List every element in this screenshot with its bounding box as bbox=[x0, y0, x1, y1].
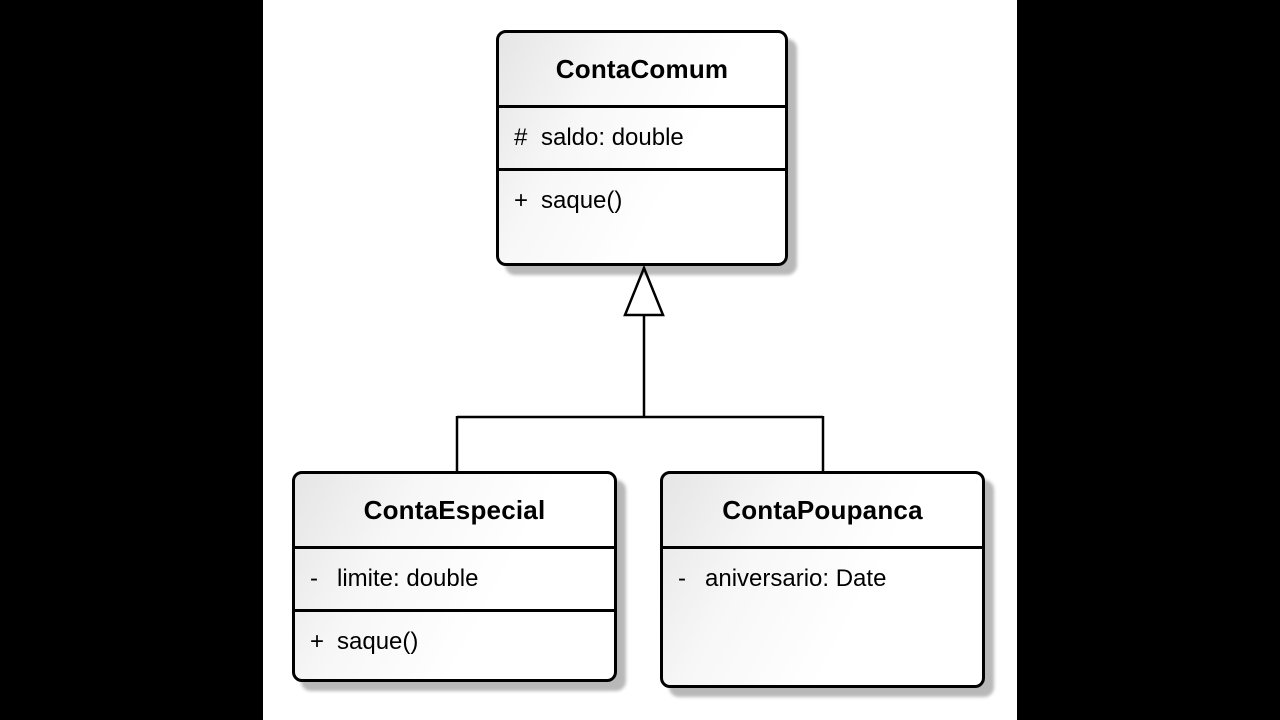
visibility-marker: - bbox=[310, 565, 318, 592]
class-name: ContaPoupanca bbox=[663, 474, 982, 549]
visibility-marker: + bbox=[514, 187, 529, 214]
class-box-contapoupanca: ContaPoupanca - aniversario: Date bbox=[660, 471, 985, 688]
class-box-contaespecial: ContaEspecial - limite: double + saque() bbox=[292, 471, 617, 682]
attributes-compartment: - limite: double bbox=[295, 549, 614, 612]
diagram-canvas: ContaComum # saldo: double + saque() Con… bbox=[263, 0, 1017, 720]
visibility-marker: + bbox=[310, 628, 325, 655]
class-box-contacomum: ContaComum # saldo: double + saque() bbox=[496, 30, 788, 266]
attributes-compartment: # saldo: double bbox=[499, 108, 785, 171]
inheritance-triangle-icon bbox=[623, 264, 665, 317]
operation-row: + saque() bbox=[295, 612, 614, 672]
operation-text: saque() bbox=[541, 187, 623, 214]
attribute-row: - aniversario: Date bbox=[663, 549, 982, 609]
attribute-text: limite: double bbox=[337, 565, 479, 592]
operations-compartment: + saque() bbox=[499, 171, 785, 263]
operation-text: saque() bbox=[337, 628, 419, 655]
operation-row: + saque() bbox=[499, 171, 785, 231]
attributes-compartment: - aniversario: Date bbox=[663, 549, 982, 685]
visibility-marker: # bbox=[514, 124, 528, 151]
attribute-text: aniversario: Date bbox=[705, 565, 887, 592]
operations-compartment: + saque() bbox=[295, 612, 614, 679]
class-name: ContaEspecial bbox=[295, 474, 614, 549]
attribute-row: # saldo: double bbox=[499, 108, 785, 168]
visibility-marker: - bbox=[678, 565, 686, 592]
attribute-row: - limite: double bbox=[295, 549, 614, 609]
attribute-text: saldo: double bbox=[541, 124, 684, 151]
class-name: ContaComum bbox=[499, 33, 785, 108]
